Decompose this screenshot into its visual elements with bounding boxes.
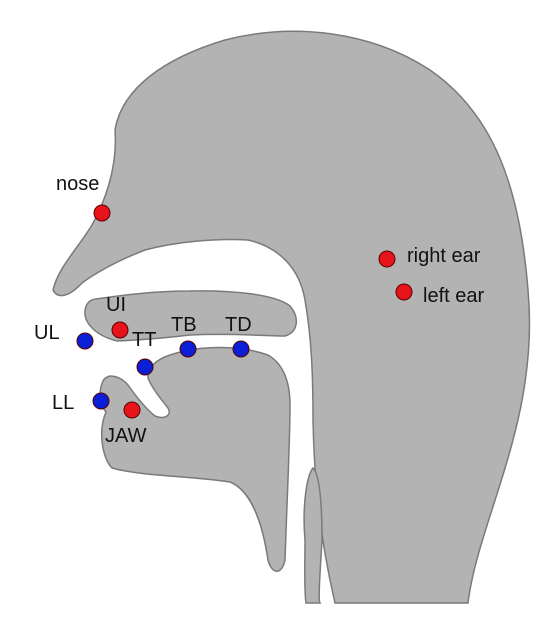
label-jaw: JAW: [105, 425, 147, 447]
label-ui: UI: [106, 294, 126, 316]
label-tb: TB: [171, 314, 197, 336]
label-td: TD: [225, 314, 252, 336]
label-left-ear: left ear: [423, 285, 484, 307]
jaw-reference-sensor-dot: [124, 402, 140, 418]
tongue-jaw: [100, 348, 290, 572]
label-nose: nose: [56, 173, 99, 195]
right-ear-reference-sensor-dot: [379, 251, 395, 267]
label-ll: LL: [52, 392, 74, 414]
left-ear-reference-sensor-dot: [396, 284, 412, 300]
epiglottis: [304, 468, 322, 603]
label-ul: UL: [34, 322, 60, 344]
td-articulator-sensor-dot: [233, 341, 249, 357]
label-right-ear: right ear: [407, 245, 481, 267]
ui-reference-sensor-dot: [112, 322, 128, 338]
nose-reference-sensor-dot: [94, 205, 110, 221]
ul-articulator-sensor-dot: [77, 333, 93, 349]
ll-articulator-sensor-dot: [93, 393, 109, 409]
tt-articulator-sensor-dot: [137, 359, 153, 375]
tb-articulator-sensor-dot: [180, 341, 196, 357]
label-tt: TT: [132, 329, 156, 351]
